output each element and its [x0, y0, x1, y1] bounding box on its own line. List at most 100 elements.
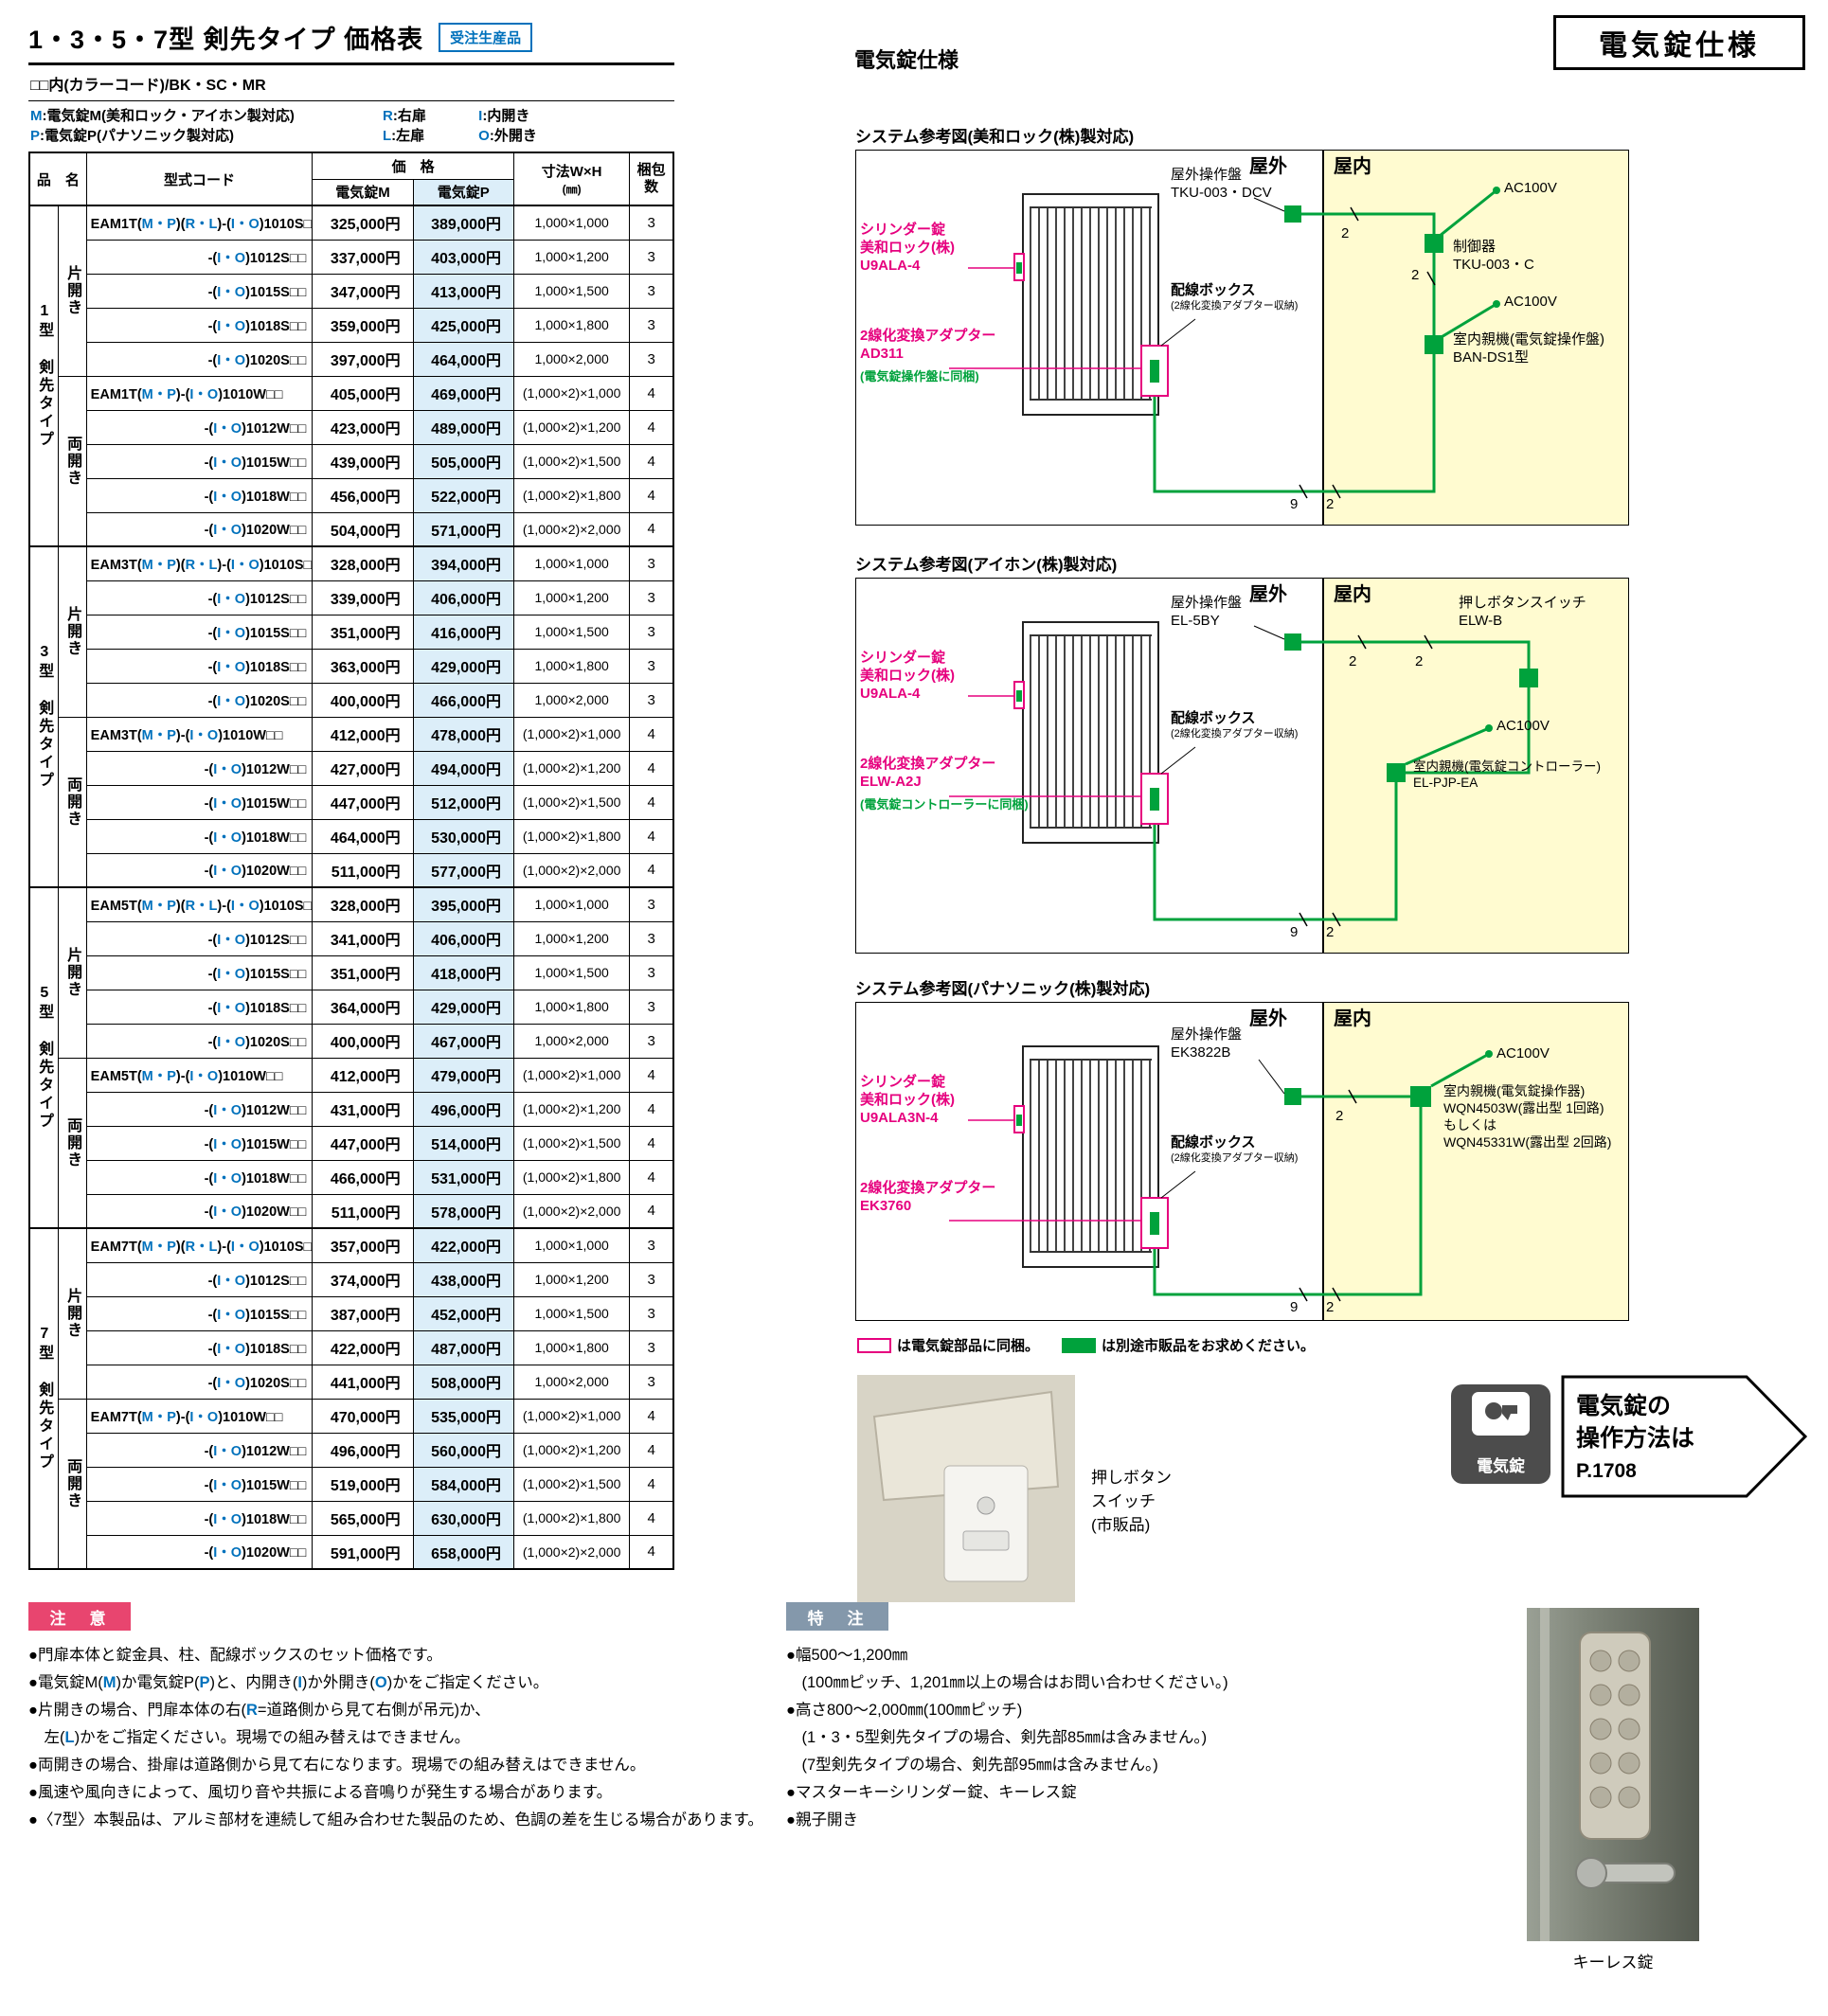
pack-count: 3	[629, 239, 674, 275]
dimensions: 1,000×1,500	[512, 954, 631, 990]
pack-count: 4	[629, 1534, 674, 1570]
legend-item: P:電気錠P(パナソニック製対応)	[30, 128, 235, 144]
price-electric-lock-p: 494,000円	[412, 750, 514, 786]
dimensions: 1,000×2,000	[512, 1023, 631, 1059]
price-electric-lock-m: 351,000円	[312, 614, 414, 650]
legend-item: M:電気錠M(美和ロック・アイホン製対応)	[30, 108, 295, 124]
opening-label: 片開き	[57, 545, 87, 718]
pack-count: 3	[629, 920, 674, 956]
dimensions: 1,000×1,200	[512, 580, 631, 616]
price-electric-lock-m: 328,000円	[312, 886, 414, 922]
ac100v-label: AC100V	[1496, 718, 1550, 734]
legend: M:電気錠M(美和ロック・アイホン製対応) P:電気錠P(パナソニック製対応) …	[28, 101, 674, 152]
price-electric-lock-m: 387,000円	[312, 1295, 414, 1331]
indoor-label: 屋内	[1334, 1008, 1371, 1029]
electric-lock-badge: 電気錠	[1451, 1384, 1550, 1484]
dimensions: (1,000×2)×1,500	[512, 1125, 631, 1161]
pack-count: 4	[629, 784, 674, 820]
type-label: 7型 剣先タイプ	[28, 1227, 59, 1570]
price-electric-lock-p: 466,000円	[412, 682, 514, 718]
price-electric-lock-m: 325,000円	[312, 205, 414, 241]
pack-count: 3	[629, 341, 674, 377]
wire-count: 2	[1415, 653, 1424, 669]
price-row: 1型 剣先タイプ片開きEAM1T(M・P)(R・L)-(I・O)1010S□□3…	[28, 205, 674, 547]
model-code: -(I・O)1018S□□	[85, 1329, 314, 1365]
price-electric-lock-m: 357,000円	[312, 1227, 414, 1263]
price-electric-lock-m: 431,000円	[312, 1091, 414, 1127]
cylinder-lock-label: シリンダー錠 美和ロック(株) U9ALA-4	[860, 222, 955, 274]
pack-count: 3	[629, 648, 674, 684]
notice-badge: 注 意	[28, 1602, 131, 1631]
pack-count: 3	[629, 1261, 674, 1297]
price-electric-lock-p: 531,000円	[412, 1159, 514, 1195]
wiring-graphic	[949, 625, 1538, 927]
price-electric-lock-p: 578,000円	[412, 1193, 514, 1229]
price-electric-lock-m: 447,000円	[312, 1125, 414, 1161]
order-badge: 受注生産品	[439, 23, 533, 52]
price-electric-lock-m: 412,000円	[312, 716, 414, 752]
banner-arrow-shape	[1561, 1375, 1808, 1498]
model-code: -(I・O)1015S□□	[85, 273, 314, 309]
price-electric-lock-m: 441,000円	[312, 1364, 414, 1400]
pack-count: 4	[629, 375, 674, 411]
system-diagram-aiphone: 屋外 屋内 屋外操作盤 EL-5BY 押しボタンスイッチ ELW-B シリンダー…	[855, 578, 1629, 954]
wire-count: 2	[1326, 496, 1335, 512]
indoor-unit-label: 室内親機(電気錠コントローラー) EL-PJP-EA	[1413, 759, 1601, 790]
price-electric-lock-m: 470,000円	[312, 1398, 414, 1434]
wire-count: 2	[1326, 924, 1335, 940]
price-electric-lock-m: 519,000円	[312, 1466, 414, 1502]
pack-count: 4	[629, 1057, 674, 1093]
pack-count: 4	[629, 477, 674, 513]
model-code: EAM7T(M・P)-(I・O)1010W□□	[85, 1398, 314, 1434]
pack-count: 4	[629, 1500, 674, 1536]
price-electric-lock-p: 577,000円	[412, 852, 514, 888]
price-electric-lock-m: 412,000円	[312, 1057, 414, 1093]
dimensions: (1,000×2)×1,000	[512, 375, 631, 411]
push-button-photo-graphic	[857, 1375, 1075, 1602]
outdoor-label: 屋外	[1249, 584, 1287, 605]
price-electric-lock-p: 535,000円	[412, 1398, 514, 1434]
price-electric-lock-m: 341,000円	[312, 920, 414, 956]
price-electric-lock-m: 565,000円	[312, 1500, 414, 1536]
note-line: (1・3・5型剣先タイプの場合、剣先部85㎜は含みません。)	[786, 1729, 1208, 1746]
dimensions: (1,000×2)×1,200	[512, 750, 631, 786]
price-electric-lock-p: 512,000円	[412, 784, 514, 820]
model-code: -(I・O)1018S□□	[85, 989, 314, 1025]
dimensions: (1,000×2)×1,800	[512, 818, 631, 854]
keyless-lock-photo	[1527, 1608, 1699, 1946]
outdoor-label: 屋外	[1249, 156, 1287, 177]
model-code: -(I・O)1015W□□	[85, 1466, 314, 1502]
legend-separate-text: は別途市販品をお求めください。	[1102, 1338, 1316, 1354]
price-electric-lock-p: 438,000円	[412, 1261, 514, 1297]
model-code: -(I・O)1018W□□	[85, 1159, 314, 1195]
price-electric-lock-m: 405,000円	[312, 375, 414, 411]
wiring-box-label: 配線ボックス	[1171, 1134, 1256, 1151]
price-electric-lock-m: 364,000円	[312, 989, 414, 1025]
price-electric-lock-p: 403,000円	[412, 239, 514, 275]
dimensions: (1,000×2)×1,000	[512, 1057, 631, 1093]
keyless-lock-photo-graphic	[1527, 1608, 1699, 1941]
pack-count: 3	[629, 205, 674, 241]
price-electric-lock-p: 496,000円	[412, 1091, 514, 1127]
dim-header-line1: 寸法W×H	[541, 164, 602, 180]
opening-label: 片開き	[57, 1227, 87, 1400]
price-electric-lock-p: 505,000円	[412, 443, 514, 479]
note-line: ●幅500〜1,200㎜	[786, 1647, 908, 1664]
dim-header-line2: (㎜)	[562, 183, 582, 196]
wire-count: 2	[1326, 1299, 1335, 1315]
model-code: -(I・O)1020W□□	[85, 852, 314, 888]
pack-count: 3	[629, 614, 674, 650]
price-electric-lock-p: 487,000円	[412, 1329, 514, 1365]
custom-order-lines: ●幅500〜1,200㎜ (100㎜ピッチ、1,201㎜以上の場合はお問い合わせ…	[786, 1642, 1478, 1834]
opening-label: 両開き	[57, 375, 87, 547]
wiring-box-marker	[1140, 773, 1169, 825]
price-electric-lock-m: 400,000円	[312, 682, 414, 718]
